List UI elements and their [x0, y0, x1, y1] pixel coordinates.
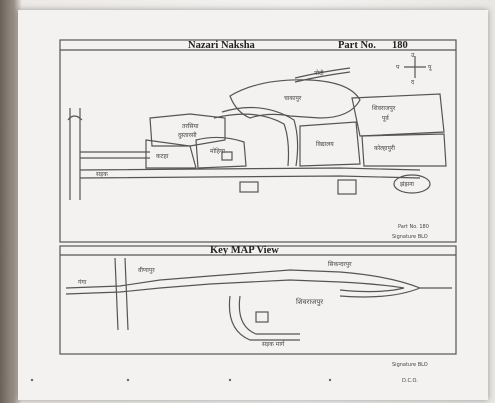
signature-label: Signature BLO [392, 234, 428, 240]
chunkpur-area [229, 79, 361, 119]
dot [228, 378, 232, 382]
key-map-title: Key MAP View [210, 245, 279, 256]
kataha-block [145, 139, 197, 169]
shivrajpur-top-block [351, 93, 445, 137]
upper-left-road [67, 108, 83, 200]
jhanjhana-label: झंझना [400, 181, 414, 188]
part-label: Part No. [338, 40, 376, 51]
small-building-1 [239, 181, 259, 193]
key-map-building [255, 311, 269, 323]
sheet-title: Nazari Naksha [188, 40, 256, 51]
poorva-top-label: पूर्व [382, 114, 390, 122]
vidyalaya-block [299, 121, 361, 167]
upper-part-note: Part No. 180 [398, 224, 429, 230]
bottom-sub: D.C.O. [402, 378, 418, 384]
chunkpur-label: चाकापुर [284, 95, 302, 102]
key-map-frame [59, 245, 457, 355]
compass-icon: उ द पू प [396, 52, 432, 86]
tarsiya-block [149, 113, 226, 147]
dot [328, 378, 332, 382]
dot [126, 378, 130, 382]
road-label: सड़क [96, 171, 108, 178]
compass-east: पू [428, 64, 432, 71]
curved-road-a [221, 106, 299, 167]
kataha-label: कटहा [156, 153, 169, 160]
mahiya-block [195, 136, 247, 169]
vidyalaya-label: विद्यालय [316, 140, 334, 148]
side-road [80, 151, 150, 159]
vinapur-label: वीणापुर [138, 266, 155, 274]
nodi-stream: नोदी [294, 67, 351, 83]
paper-sheet [18, 10, 488, 400]
jhanjhana-area [393, 174, 431, 194]
main-road: सड़क [79, 167, 421, 179]
tarsiya-label: तरसिया [182, 122, 199, 130]
kolhapuri-label: कोल्हापुरी [374, 144, 395, 152]
compass-south: द [411, 79, 415, 86]
mahiya-label: मोहिया [210, 147, 225, 155]
key-map-roads [65, 257, 452, 341]
small-building-2 [337, 179, 357, 195]
compass-west: प [396, 64, 400, 71]
key-road-label: सड़क मार्ग [262, 340, 285, 348]
bottom-signature: Signature BLO [392, 362, 428, 368]
compass-north: उ [411, 52, 415, 59]
kolhapuri-block [361, 133, 447, 167]
ganga-label: गंगा [78, 279, 87, 286]
house-icon [221, 151, 233, 161]
upper-map-frame [59, 39, 457, 243]
dot [30, 378, 34, 382]
part-number: 180 [392, 40, 408, 51]
shivrajpur-label: शिवराजपुर [296, 297, 323, 306]
dustarsi-label: दुस्तारसी [178, 131, 197, 139]
curved-road-b [213, 113, 290, 167]
sikandrapur-label: सिकन्दरपुर [328, 260, 352, 268]
nodi-label: नोदी [314, 69, 324, 77]
shivrajpur-top-label: शिवराजपुर [372, 104, 396, 112]
